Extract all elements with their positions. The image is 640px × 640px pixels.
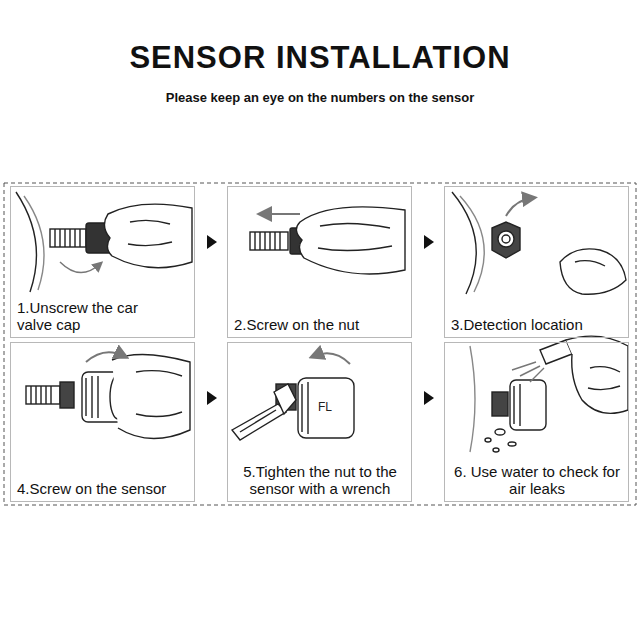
sensor-screwing [26,352,190,438]
step-panel: 4.Screw on the sensor [10,342,195,502]
step-panel: 5.Tighten the nut to the sensor with a w… [227,342,412,502]
step-panel: 3.Detection location [444,186,629,338]
valve-cap-removal [16,192,192,292]
step-panel: 2.Screw on the nut [227,186,412,338]
wrench-tightening [232,353,354,440]
step-caption: 2.Screw on the nut [234,316,404,333]
nut-screwing [250,207,405,274]
step-panel: 1.Unscrew the car valve cap [10,186,195,338]
sensor-mark: FL [318,400,332,414]
step-caption: 3.Detection location [451,316,623,333]
step-arrow [197,391,225,405]
step-panel: 6. Use water to check for air leaks [444,342,629,502]
detection-location [452,192,626,294]
step-arrow [414,391,442,405]
step-caption: 5.Tighten the nut to the sensor with a w… [234,463,406,497]
step-caption: 1.Unscrew the car valve cap [17,299,147,333]
leak-check [470,336,628,452]
step-caption: 4.Screw on the sensor [17,480,189,497]
step-arrow [197,235,225,249]
page-title: SENSOR INSTALLATION [0,40,640,76]
outer-dashed-frame [4,183,636,505]
step-caption: 6. Use water to check for air leaks [451,463,623,497]
step-arrow [414,235,442,249]
subtitle-note: Please keep an eye on the numbers on the… [0,90,640,105]
